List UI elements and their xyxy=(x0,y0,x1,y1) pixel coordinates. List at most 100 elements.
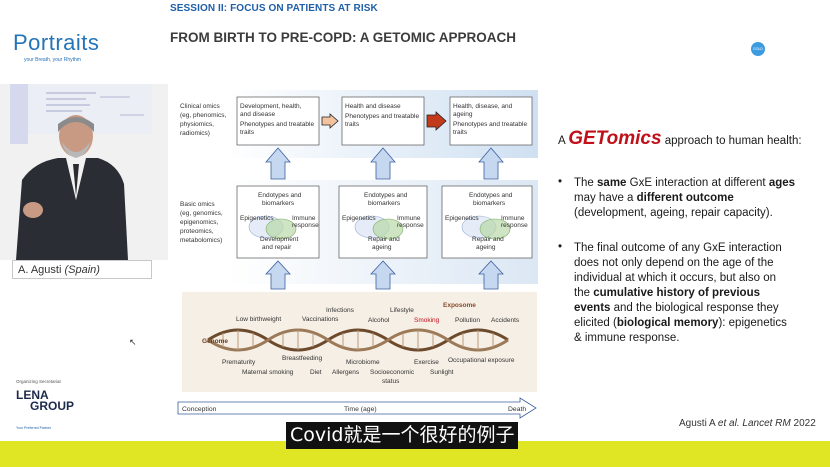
getomics-intro: A GETomics approach to human health: xyxy=(558,128,820,149)
subtitle-caption: Covid就是一个很好的例子 xyxy=(286,422,519,449)
up-arrow-icon xyxy=(478,147,504,180)
basic-box-heading: Endotypes and xyxy=(364,192,408,199)
b1-bold: different outcome xyxy=(636,192,734,204)
exposure-label: status xyxy=(382,378,400,385)
b2-bold: events xyxy=(574,302,611,314)
b1-text: The xyxy=(574,177,594,189)
b2-text: & immune response. xyxy=(574,332,680,344)
getomics-brand: GETomics xyxy=(568,128,662,149)
exposure-label: Accidents xyxy=(491,317,520,324)
venn-bottom-label: Development xyxy=(260,236,298,243)
venn-right-label: response xyxy=(292,222,319,229)
exposure-label: Smoking xyxy=(414,317,440,324)
clinical-box-2: Health and disease Phenotypes and treata… xyxy=(341,96,425,146)
venn-bottom-label: and repair xyxy=(262,244,292,251)
exposure-label: Microbiome xyxy=(346,359,380,366)
clinical-box-heading: Development, health, xyxy=(240,103,302,110)
clinical-box-sub: Phenotypes and treatable xyxy=(345,113,419,120)
exposure-label: Allergens xyxy=(332,369,360,376)
b1-text: may have a xyxy=(574,192,634,204)
exposure-label: Low birthweight xyxy=(236,316,281,323)
up-arrow-icon xyxy=(265,260,291,290)
speaker-video xyxy=(0,84,168,260)
basic-omics-label: Basic omics (eg, genomics, epigenomics, … xyxy=(180,201,223,244)
up-arrow-icon xyxy=(370,147,396,180)
venn-right-label: response xyxy=(397,222,424,229)
clinical-box-3: Health, disease, and ageing Phenotypes a… xyxy=(449,96,533,146)
exposure-label: Maternal smoking xyxy=(242,369,294,376)
bullet-dot-icon: • xyxy=(558,176,563,188)
citation-author: Agusti A xyxy=(679,418,716,429)
clinical-box-sub: Phenotypes and treatable xyxy=(453,121,527,128)
basic-label-line: metabolomics) xyxy=(180,237,222,244)
gold-globe-icon: GOLD xyxy=(751,42,765,56)
venn-right-label: response xyxy=(501,222,528,229)
genome-label: Genome xyxy=(202,338,228,345)
exposure-label: Breastfeeding xyxy=(282,355,322,362)
getomics-diagram: Clinical omics (eg, phenomics, physiomic… xyxy=(168,84,544,424)
up-arrow-icon xyxy=(265,147,291,180)
exposure-label: Socioeconomic xyxy=(370,369,415,376)
b2-text: does not only depend on the age of the xyxy=(574,257,774,269)
intro-prefix: A xyxy=(558,135,566,147)
basic-box-heading: Endotypes and xyxy=(469,192,513,199)
basic-box-heading: biomarkers xyxy=(368,200,401,207)
lena-group-logo: LENA GROUP xyxy=(16,389,75,413)
basic-box-2: Endotypes and biomarkers Epigenetics Imm… xyxy=(338,185,428,259)
clinical-box-heading: Health and disease xyxy=(345,103,401,110)
venn-bottom-label: Repair and xyxy=(368,236,400,243)
lena-line2: GROUP xyxy=(30,399,75,413)
clinical-box-sub: Phenotypes and treatable xyxy=(240,121,314,128)
b2-text: The final outcome of any GxE interaction xyxy=(574,242,782,254)
b2-text: and the biological response they xyxy=(613,302,779,314)
timeline-end: Death xyxy=(508,406,526,413)
b2-text: ): epigenetics xyxy=(718,317,787,329)
speaker-name: A. Agusti xyxy=(18,264,62,276)
clinical-box-1: Development, health, and disease Phenoty… xyxy=(236,96,320,146)
basic-label-line: Basic omics xyxy=(180,201,215,208)
clinical-box-heading: Health, disease, and xyxy=(453,103,513,110)
timeline-arrow: Conception Time (age) Death xyxy=(177,397,537,419)
logo-tagline: your Breath, your Rhythm xyxy=(24,57,81,63)
b1-text: GxE interaction at different xyxy=(629,177,766,189)
exposome-band xyxy=(182,292,537,392)
up-arrow-icon xyxy=(478,260,504,290)
speaker-country: (Spain) xyxy=(64,264,100,276)
venn-left-label: Epigenetics xyxy=(240,215,274,222)
b2-text: elicited ( xyxy=(574,317,617,329)
progression-arrow-icon xyxy=(426,111,447,131)
clinical-label-line: Clinical omics xyxy=(180,103,220,110)
lena-tagline: Your Preferred Partner xyxy=(16,426,52,430)
intro-suffix: approach to human health: xyxy=(664,135,802,147)
citation: Agusti A et al. Lancet RM 2022 xyxy=(679,418,816,429)
basic-label-line: epigenomics, xyxy=(180,219,218,226)
slide-title: FROM BIRTH TO PRE-COPD: A GETOMIC APPROA… xyxy=(170,30,517,45)
exposome-label: Exposome xyxy=(443,302,476,309)
clinical-box-heading: ageing xyxy=(453,111,473,118)
exposure-label: Vaccinations xyxy=(302,316,339,323)
venn-bottom-label: ageing xyxy=(372,244,392,251)
exposure-label: Exercise xyxy=(414,359,439,366)
basic-box-3: Endotypes and biomarkers Epigenetics Imm… xyxy=(441,185,533,259)
exposure-label: Occupational exposure xyxy=(448,357,515,364)
bullet-dot-icon: • xyxy=(558,241,563,253)
clinical-box-sub: traits xyxy=(240,129,255,136)
speaker-label: A. Agusti (Spain) xyxy=(12,260,152,279)
venn-left-label: Epigenetics xyxy=(342,215,376,222)
b2-bold: biological memory xyxy=(616,317,719,329)
b2-bold: cumulative history of previous xyxy=(593,287,760,299)
clinical-label-line: radiomics) xyxy=(180,130,210,137)
basic-label-line: (eg, genomics, xyxy=(180,210,223,217)
timeline-start: Conception xyxy=(182,406,217,413)
basic-box-heading: biomarkers xyxy=(262,200,295,207)
session-label: SESSION II: FOCUS ON PATIENTS AT RISK xyxy=(170,3,378,14)
organizer-label: Organizing Secretariat xyxy=(16,379,61,384)
up-arrow-icon xyxy=(370,260,396,290)
portraits-logo: Portraits xyxy=(13,30,100,55)
b1-bold: same xyxy=(597,177,627,189)
timeline-mid: Time (age) xyxy=(344,406,377,413)
venn-bottom-label: Repair and xyxy=(472,236,504,243)
venn-right-label: Immune xyxy=(397,215,421,222)
venn-right-label: Immune xyxy=(292,215,316,222)
venn-right-label: Immune xyxy=(501,215,525,222)
